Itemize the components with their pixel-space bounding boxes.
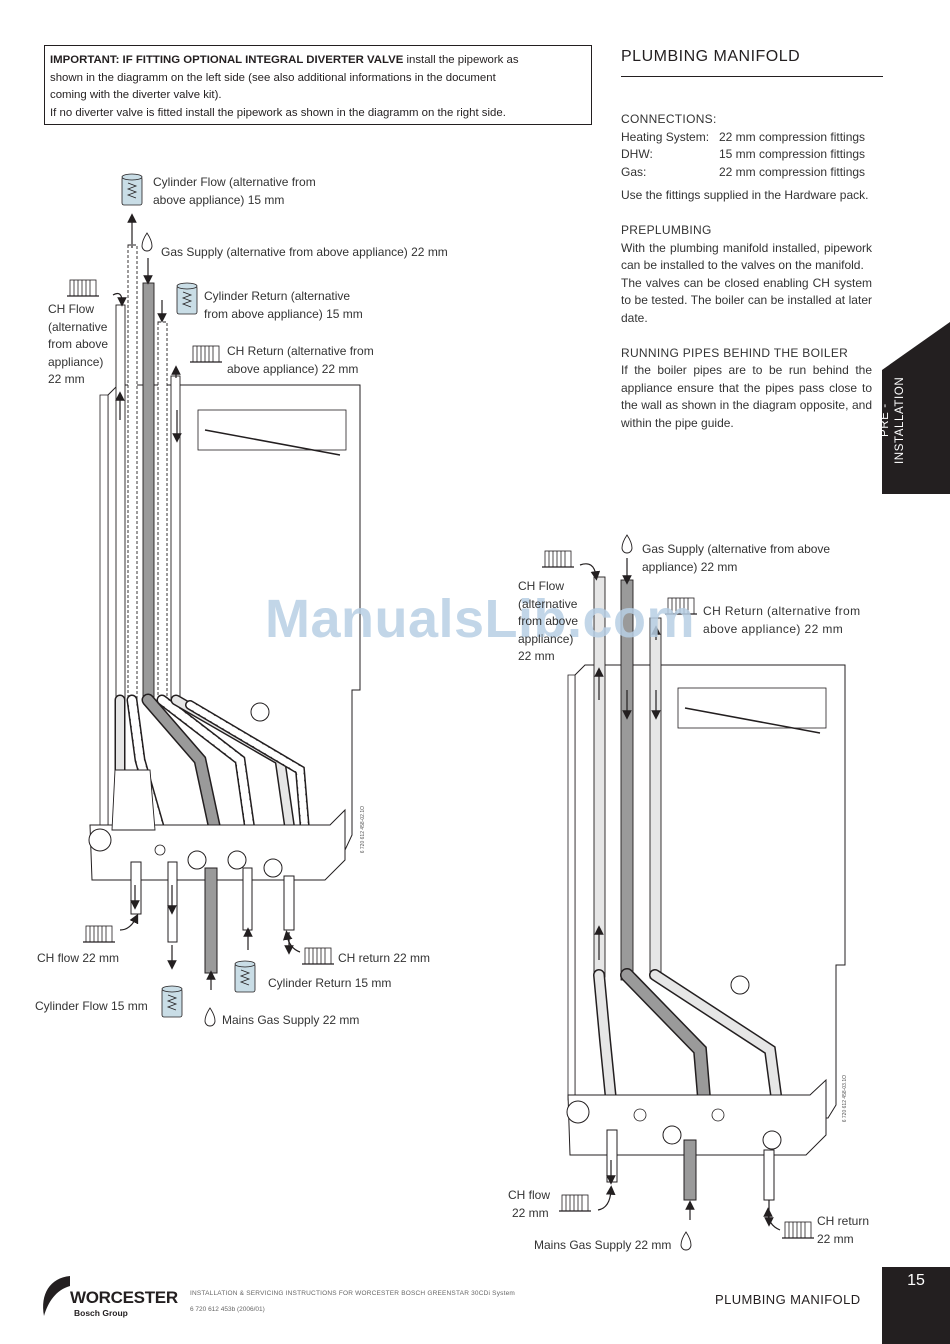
title-divider (621, 76, 883, 77)
preplumbing-heading: PREPLUMBING (621, 222, 712, 237)
brand-subtitle: Bosch Group (74, 1308, 128, 1318)
connections-heading: CONNECTIONS: (621, 112, 717, 126)
left-diagram-code: 6 720 612 458-02.1O (360, 806, 366, 854)
connections-note: Use the fittings supplied in the Hardwar… (621, 188, 869, 203)
running-paragraph: If the boiler pipes are to be run behind… (621, 363, 872, 430)
side-tab-shape (882, 322, 950, 494)
worcester-logo-icon (43, 1276, 70, 1316)
important-notice: IMPORTANT: IF FITTING OPTIONAL INTEGRAL … (44, 45, 592, 125)
connection-row: Gas:22 mm compression fittings (621, 164, 866, 179)
brand-name: WORCESTER (70, 1288, 178, 1307)
preplumbing-paragraph-2: The valves can be closed enabling CH sys… (621, 275, 872, 325)
footer-section-title: PLUMBING MANIFOLD (715, 1292, 861, 1307)
page-number: 15 (882, 1267, 950, 1344)
notice-line2: shown in the diagramm on the left side (… (50, 71, 496, 84)
footer-document-number: 6 720 612 453b (2006/01) (190, 1306, 265, 1313)
label-mains-gas-right: Mains Gas Supply 22 mm (534, 1238, 672, 1252)
connection-row: Heating System:22 mm compression fitting… (621, 129, 866, 144)
label-cylinder-flow-bottom: Cylinder Flow 15 mm (35, 999, 148, 1013)
notice-line1-bold: IMPORTANT: IF FITTING OPTIONAL INTEGRAL … (50, 54, 404, 66)
label-ch-flow-bottom: CH flow 22 mm (37, 951, 120, 965)
label-gas-supply-top: Gas Supply (alternative from above appli… (161, 245, 448, 259)
running-heading: RUNNING PIPES BEHIND THE BOILER (621, 345, 849, 360)
instructions-column: CONNECTIONS: Heating System:22 mm compre… (621, 111, 872, 433)
label-cylinder-return-bottom: Cylinder Return 15 mm (268, 976, 392, 990)
watermark: ManualsLib.com (265, 589, 696, 649)
page-title: PLUMBING MANIFOLD (621, 48, 801, 65)
notice-line4: If no diverter valve is fitted install t… (50, 106, 506, 119)
connection-row: DHW:15 mm compression fittings (621, 147, 866, 162)
label-mains-gas-left: Mains Gas Supply 22 mm (222, 1013, 360, 1027)
footer-document-title: INSTALLATION & SERVICING INSTRUCTIONS FO… (190, 1290, 516, 1297)
right-diagram-code: 6 720 612 458-03.1O (842, 1075, 848, 1123)
notice-line3: coming with the diverter valve kit). (50, 89, 222, 101)
preplumbing-paragraph-1: With the plumbing manifold installed, pi… (621, 240, 872, 273)
notice-line1-rest: install the pipework as (403, 54, 519, 66)
label-ch-return-bottom: CH return 22 mm (338, 951, 431, 965)
